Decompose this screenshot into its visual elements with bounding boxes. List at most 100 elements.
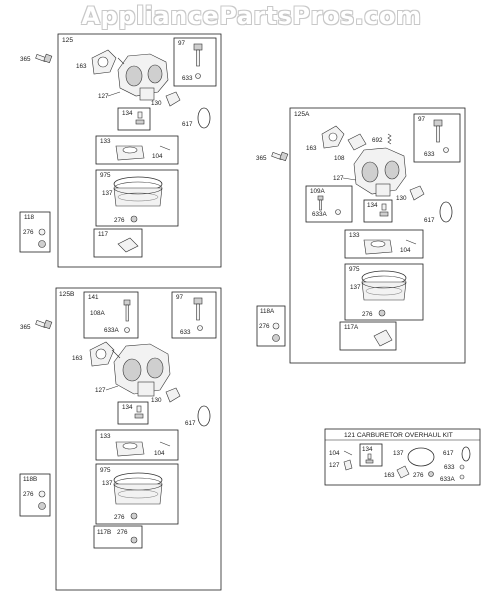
spring-clip-icon: [373, 329, 393, 347]
carb-label: 127: [95, 387, 106, 394]
float-box-title: 133: [100, 138, 111, 145]
needle-box: [413, 113, 461, 163]
group-125B: 125B 365 141 108A 633A 97 633 163: [19, 287, 222, 591]
float-box: [95, 429, 179, 461]
gasket-label: 163: [72, 355, 83, 362]
screw-icon: [35, 53, 53, 64]
jet-icon: [135, 111, 145, 125]
oring-icon: [197, 405, 211, 427]
lower-box: [93, 228, 143, 258]
jet-box: [363, 199, 393, 223]
overhaul-kit-frame: [324, 428, 481, 486]
jet-box: [117, 107, 151, 131]
washer-icon: [378, 309, 386, 317]
gasket-label: 163: [306, 145, 317, 152]
side-part-a-label: 108A: [90, 310, 106, 317]
float-icon: [115, 441, 145, 457]
screw-label: 365: [20, 56, 31, 63]
kit-box-title: 118A: [260, 308, 275, 315]
side-box: [305, 185, 353, 223]
needle-box-title: 97: [178, 40, 186, 47]
gasket2-icon: [347, 133, 367, 151]
gasket-icon: [89, 341, 115, 367]
jet-box: [117, 401, 149, 425]
bowl-box-title: 975: [100, 172, 111, 179]
carburetor-icon: [353, 147, 407, 197]
needle-part-label: 633: [182, 75, 193, 82]
bowl-washer-label: 276: [362, 311, 373, 318]
jet-box-title: 134: [122, 404, 133, 411]
bowl-box-title: 975: [100, 467, 111, 474]
idle-screw-icon: [123, 299, 131, 333]
needle-box-title: 97: [176, 294, 184, 301]
bowl-gasket-label: 130: [396, 195, 407, 202]
kit-jet-box-title: 134: [362, 446, 373, 453]
lower-box-title: 117: [98, 231, 109, 238]
kit-part-icon: [38, 228, 46, 248]
pin-icon: [405, 239, 417, 245]
pin-icon: [159, 145, 171, 151]
oring-label: 617: [424, 217, 435, 224]
bowl-gasket-icon: [165, 387, 181, 403]
bowl-label: 137: [102, 480, 113, 487]
needle-box-title: 97: [418, 116, 426, 123]
group-125-title: 125: [62, 37, 73, 44]
carb-label: 127: [333, 175, 344, 182]
bowl-label: 137: [102, 190, 113, 197]
screw-icon: [271, 151, 289, 162]
lower-box: [93, 525, 143, 549]
kit-box: [19, 211, 51, 253]
side-box-title: 141: [88, 294, 99, 301]
pin-label: 104: [400, 247, 411, 254]
overhaul-kit-title: 121 CARBURETOR OVERHAUL KIT: [344, 432, 453, 439]
float-box: [344, 229, 424, 259]
gasket-icon: [321, 125, 345, 149]
kit-part-label: 276: [259, 323, 270, 330]
kit-clip-icon: [343, 459, 353, 471]
float-box: [95, 135, 179, 165]
side-box: [83, 291, 139, 339]
kit-oring-label: 617: [443, 450, 454, 457]
side-part-label: 633A: [312, 211, 328, 218]
float-bowl-icon: [113, 472, 163, 505]
carb-label: 127: [98, 93, 109, 100]
gasket2-label: 108: [334, 155, 345, 162]
spring-icon: [117, 237, 139, 253]
screw-label: 365: [256, 155, 267, 162]
needle-part-label: 633: [424, 151, 435, 158]
needle-box: [173, 37, 217, 87]
group-125A-title: 125A: [294, 111, 310, 118]
gasket-label: 163: [76, 63, 87, 70]
kit-gasket-ring-icon: [407, 447, 435, 467]
kit-oring-icon: [461, 446, 471, 462]
kit-pin-icon: [343, 450, 353, 456]
lower-box-title: 117B: [97, 529, 111, 536]
kit-carb-label: 127: [329, 462, 340, 469]
pin-label: 104: [152, 153, 163, 160]
kit-pin-label: 104: [329, 450, 340, 457]
bowl-gasket-icon: [165, 91, 181, 107]
pin-icon: [159, 441, 171, 447]
kit-box: [256, 305, 286, 347]
kit-bowl-label: 137: [393, 450, 404, 457]
side-part-b-label: 633A: [104, 327, 120, 334]
kit-box-title: 118B: [23, 476, 37, 483]
washer-icon: [130, 512, 138, 520]
bowl-box: [344, 263, 424, 321]
carburetor-icon: [117, 53, 169, 101]
screw-icon: [35, 319, 53, 330]
lower-box: [339, 321, 397, 351]
watermark-text: AppliancePartsPros.com: [81, 2, 422, 30]
kit-part-label: 276: [23, 491, 34, 498]
float-box-title: 133: [349, 232, 360, 239]
group-125B-frame: [55, 287, 222, 591]
oring-icon: [197, 107, 211, 129]
jet-icon: [134, 405, 144, 419]
kit-jet-icon: [365, 453, 374, 464]
lower-box-title: 117A: [344, 324, 359, 331]
group-125B-title: 125B: [59, 291, 75, 298]
kit-part-icon: [272, 322, 280, 342]
bowl-box-title: 975: [349, 266, 360, 273]
kit-part-label: 276: [23, 229, 34, 236]
idle-screw-icon: [317, 195, 341, 215]
